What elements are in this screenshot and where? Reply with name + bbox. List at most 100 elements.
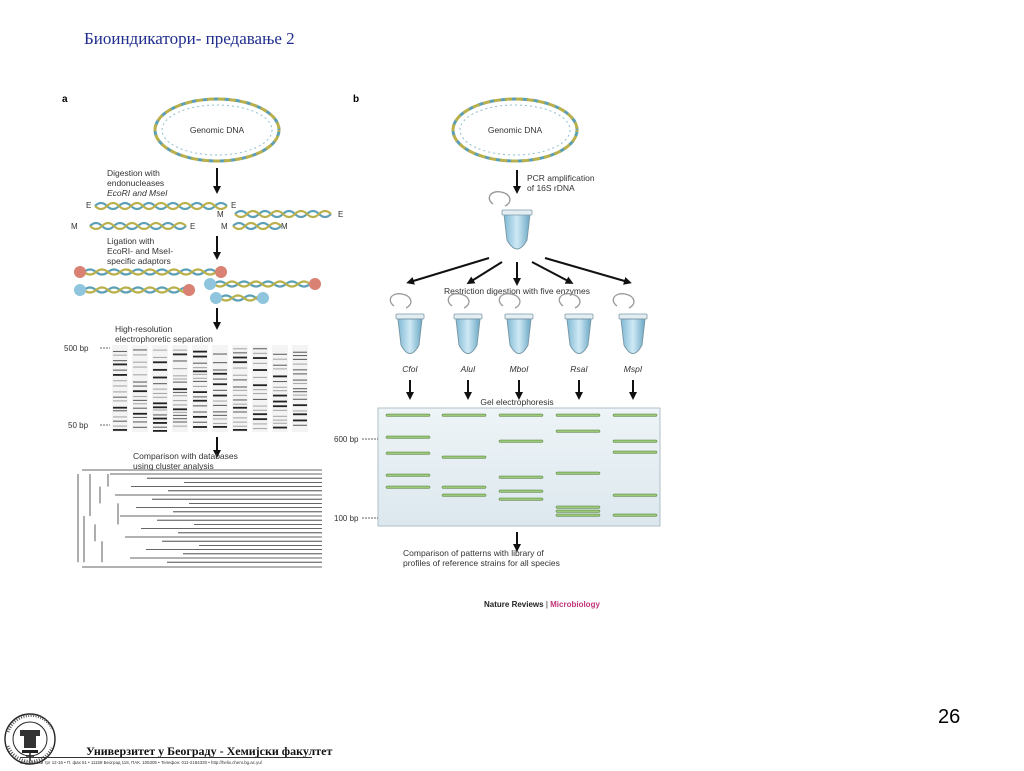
aflp-band — [213, 383, 227, 386]
aflp-band — [113, 410, 127, 412]
aflp-band — [273, 364, 287, 366]
aflp-band — [253, 389, 267, 391]
aflp-band — [193, 362, 207, 364]
step3-text-a: High-resolution electrophoretic separati… — [115, 324, 213, 344]
pcr-tube — [488, 190, 533, 250]
aflp-band — [133, 412, 147, 415]
aflp-band — [113, 354, 127, 356]
step3-text-b: Gel electrophoresis — [480, 397, 553, 407]
step2-text-a: Ligation with EcoRI- and MseI- specific … — [107, 236, 176, 266]
aflp-lane — [272, 345, 288, 432]
rflp-band — [498, 489, 544, 493]
rflp-band — [555, 413, 601, 417]
step4-text-a: Comparison with databases using cluster … — [133, 451, 240, 471]
step2-text-b: Restriction digestion with five enzymes — [444, 286, 590, 296]
aflp-band — [253, 357, 267, 359]
aflp-band — [173, 408, 187, 411]
aflp-band — [293, 358, 307, 360]
step1-text-b: PCR amplification of 16S rDNA — [527, 173, 597, 193]
end-label-m2: M — [217, 210, 224, 219]
panel-b: b Genomic DNA PCR amplification of 16S r… — [334, 94, 661, 609]
enzyme-tube-AluI: AluI — [447, 293, 483, 400]
aflp-band — [153, 402, 167, 405]
aflp-band — [253, 427, 267, 430]
aflp-band — [253, 369, 267, 371]
aflp-lane — [232, 345, 248, 432]
aflp-band — [153, 426, 167, 428]
enzyme-tube-RsaI: RsaI — [558, 293, 594, 400]
aflp-band — [153, 368, 167, 371]
adapted-fragments — [74, 266, 321, 304]
rflp-band — [612, 413, 658, 417]
aflp-band — [273, 405, 287, 408]
aflp-band — [193, 355, 207, 358]
aflp-band — [193, 385, 207, 387]
aflp-lane — [212, 345, 228, 432]
aflp-band — [273, 409, 287, 411]
aflp-band — [113, 369, 127, 371]
aflp-band — [233, 352, 247, 354]
aflp-band — [153, 356, 167, 359]
aflp-band — [253, 405, 267, 407]
rflp-band — [612, 493, 658, 497]
aflp-band — [113, 400, 127, 402]
aflp-band — [153, 388, 167, 390]
aflp-band — [253, 376, 267, 378]
panel-b-letter: b — [353, 94, 359, 105]
rflp-band — [385, 451, 431, 455]
rflp-band — [612, 450, 658, 454]
aflp-band — [273, 386, 287, 388]
aflp-band — [213, 378, 227, 380]
rflp-band — [555, 509, 601, 513]
aflp-band — [273, 380, 287, 383]
aflp-band — [173, 349, 187, 351]
aflp-band — [173, 375, 187, 377]
aflp-band — [293, 363, 307, 365]
aflp-band — [113, 429, 127, 431]
aflp-band — [133, 381, 147, 383]
aflp-band — [153, 383, 167, 385]
aflp-band — [233, 361, 247, 364]
rflp-band — [385, 435, 431, 439]
aflp-band — [173, 395, 187, 397]
aflp-band — [253, 409, 267, 411]
aflp-band — [193, 367, 207, 369]
enzyme-tube-MboI: MboI — [498, 293, 534, 400]
aflp-band — [233, 374, 247, 376]
aflp-band — [193, 399, 207, 402]
aflp-band — [233, 379, 247, 381]
aflp-band — [293, 351, 307, 353]
end-label-e2: E — [231, 201, 236, 210]
aflp-band — [113, 425, 127, 427]
aflp-band — [113, 374, 127, 376]
aflp-band — [273, 358, 287, 360]
footer-university-name: Универзитет у Београду - Хемијски факулт… — [86, 744, 333, 758]
enzyme-label: AluI — [460, 364, 476, 374]
aflp-band — [193, 391, 207, 393]
aflp-band — [173, 391, 187, 393]
aflp-band — [113, 406, 127, 409]
aflp-band — [113, 350, 127, 353]
dna-fragments: E E M E M E M M — [71, 201, 343, 231]
genomic-dna-label-a: Genomic DNA — [190, 125, 245, 135]
footer-address: Студентски трг 12-16 • П. фах 51 • 11158… — [20, 760, 263, 765]
panel-a: a Genomic DNA Digestion with endonucleas… — [62, 94, 343, 568]
rflp-band — [555, 505, 601, 509]
marker-500bp: 500 bp — [64, 344, 89, 353]
aflp-band — [233, 421, 247, 423]
enzyme-tube-MspI: MspI — [612, 293, 648, 400]
aflp-band — [173, 418, 187, 420]
aflp-band — [153, 406, 167, 409]
enzyme-label: CfoI — [402, 364, 418, 374]
enzyme-tubes: CfoI AluI MboI RsaI MspI — [389, 293, 648, 400]
aflp-lane — [112, 345, 128, 432]
aflp-band — [293, 373, 307, 375]
aflp-band — [213, 422, 227, 425]
aflp-band — [133, 366, 147, 368]
aflp-band — [133, 407, 147, 409]
aflp-band — [293, 388, 307, 390]
aflp-band — [273, 400, 287, 403]
adaptor-ecori — [74, 266, 86, 278]
aflp-band — [293, 391, 307, 393]
journal-credit: Nature Reviews | Microbiology — [484, 600, 600, 609]
